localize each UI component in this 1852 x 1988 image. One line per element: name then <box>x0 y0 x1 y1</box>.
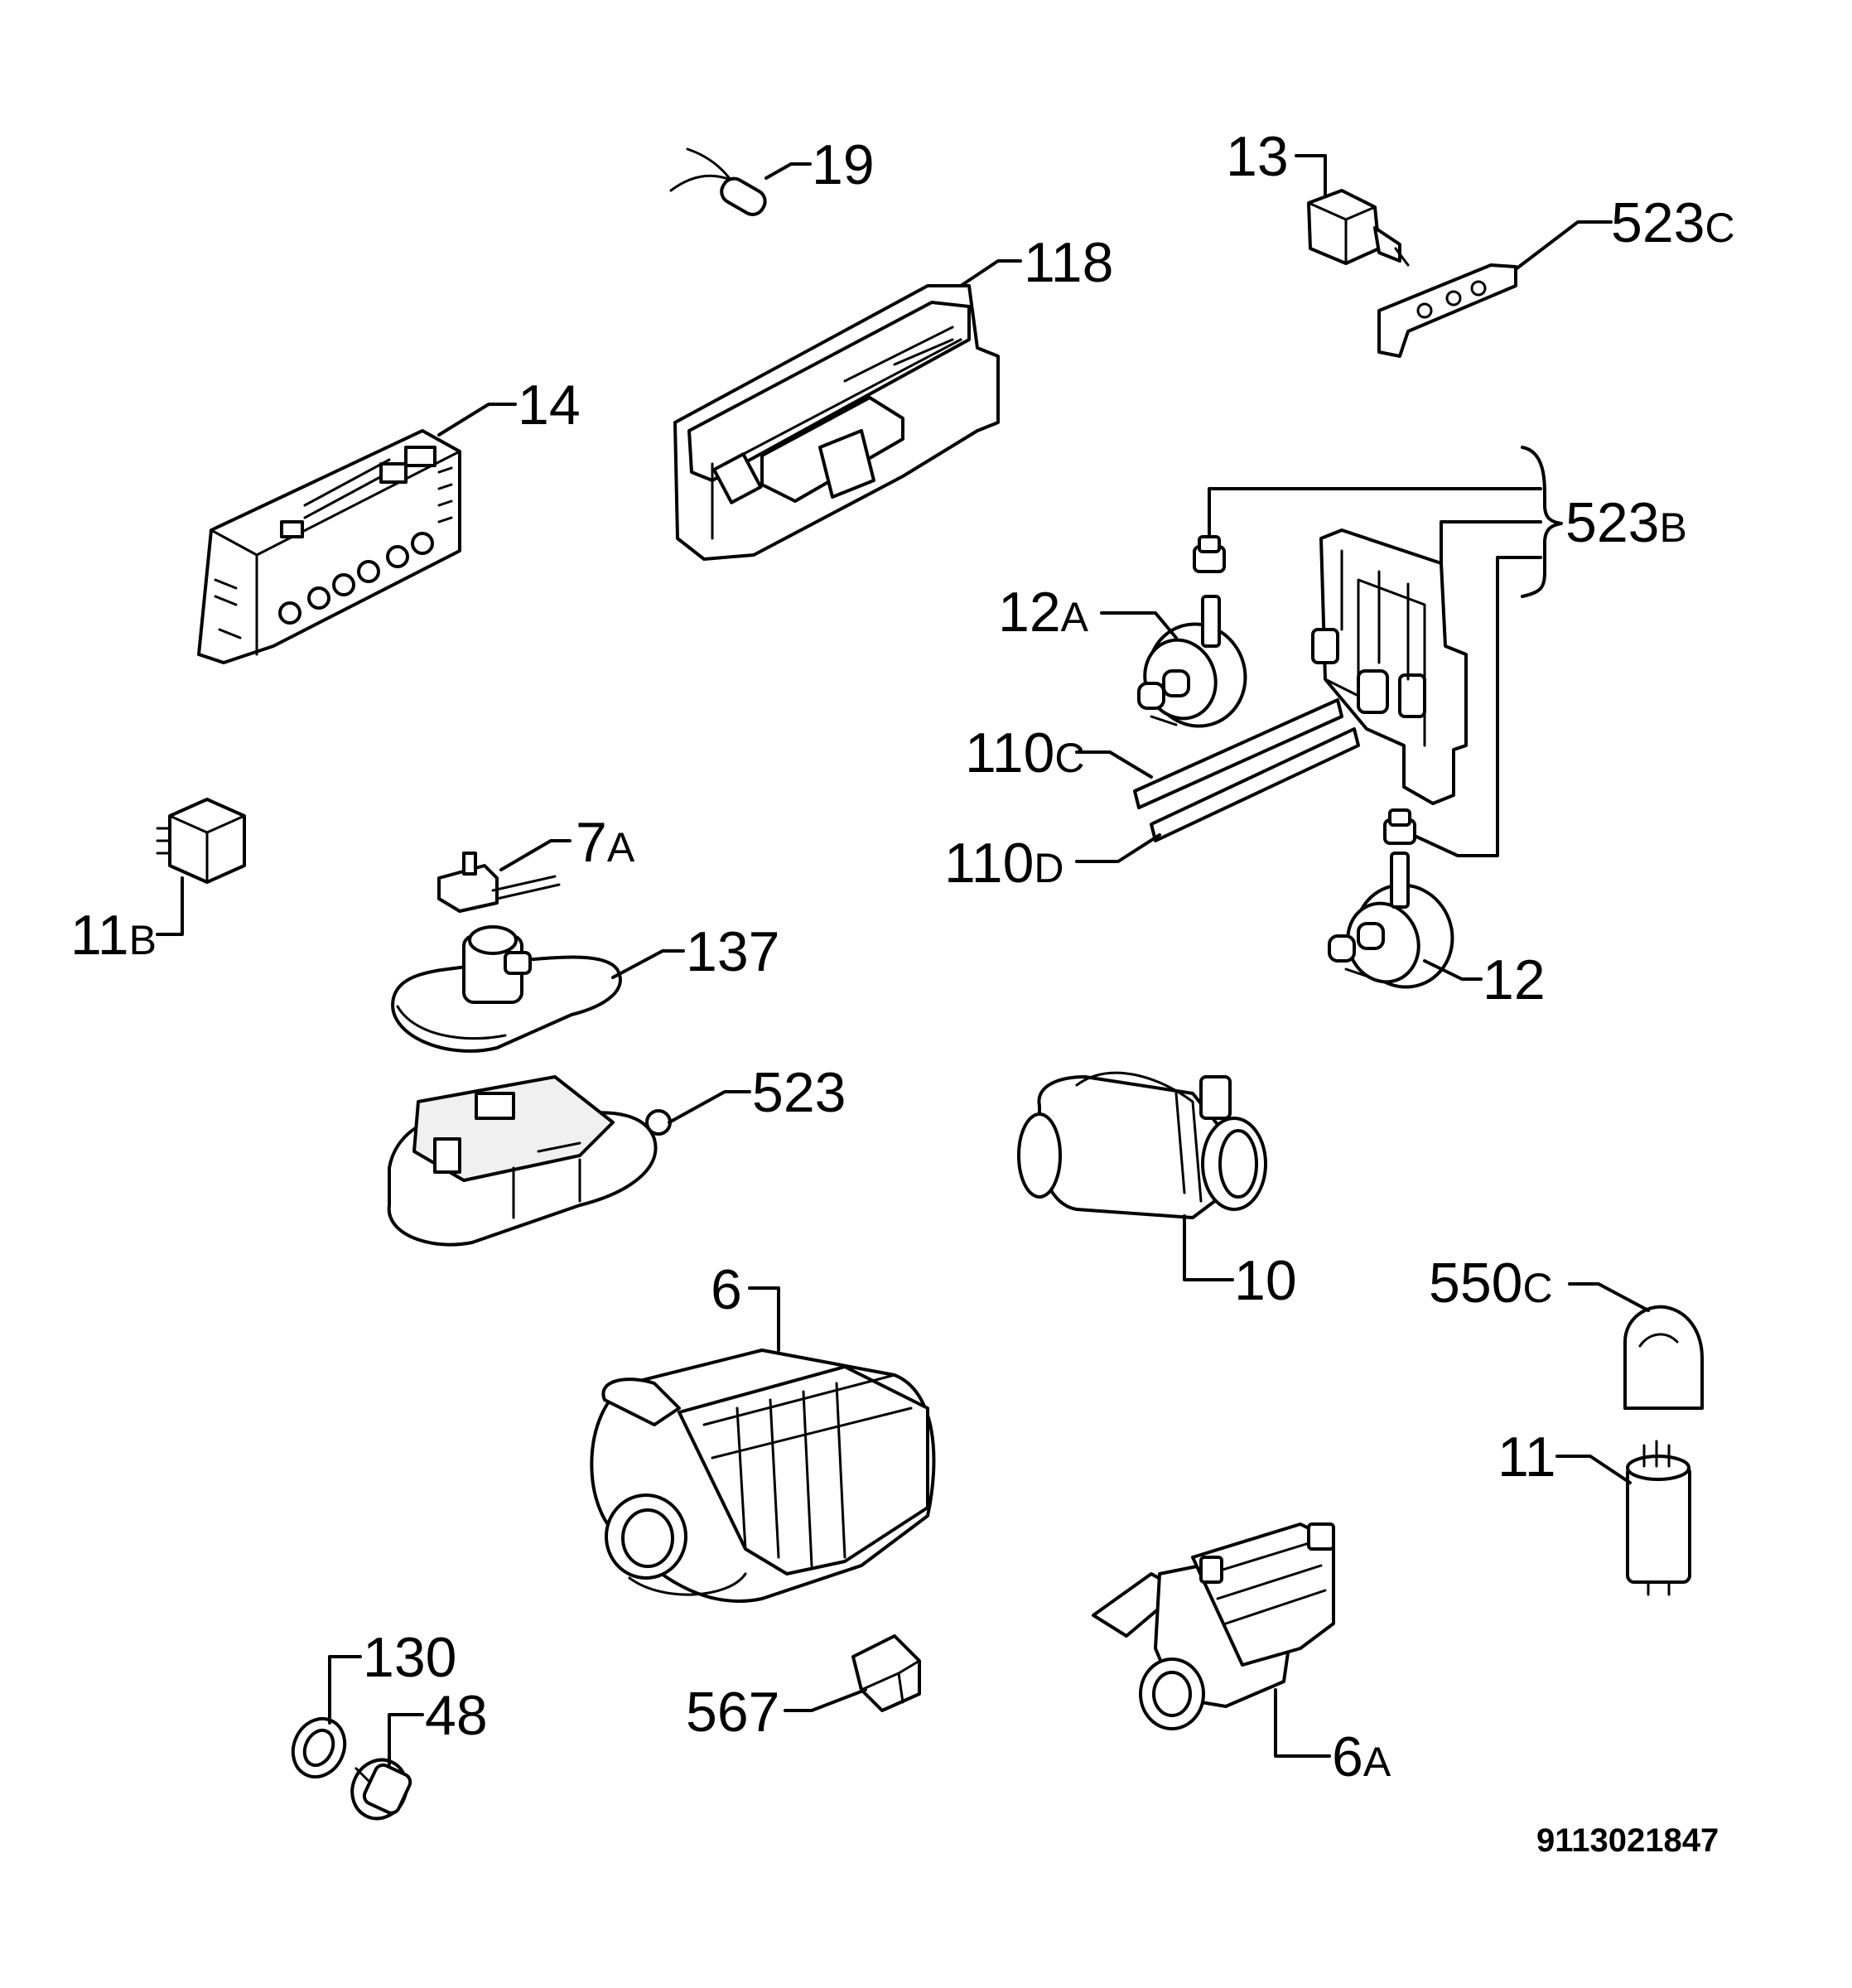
callout-110d: 110D <box>944 832 1064 895</box>
leader-110c <box>1075 750 1153 779</box>
callout-6: 6 <box>711 1258 742 1321</box>
callout-14: 14 <box>518 374 581 437</box>
leader-523b-b <box>1440 520 1542 565</box>
callout-137: 137 <box>686 920 779 983</box>
leader-118 <box>959 259 1022 287</box>
part-523-housing <box>387 1075 672 1247</box>
leader-523b-c <box>1415 556 1542 857</box>
callout-13: 13 <box>1226 125 1289 188</box>
part-7a-microswitch <box>437 852 561 913</box>
brace-523b <box>1521 446 1563 598</box>
leader-523c <box>1514 220 1613 271</box>
part-12-pressure-switch <box>1328 852 1454 989</box>
leader-550c <box>1568 1282 1650 1312</box>
part-48-plug <box>350 1758 412 1821</box>
leader-523b-a <box>1208 487 1542 548</box>
leader-10 <box>1183 1214 1234 1281</box>
callout-10: 10 <box>1234 1249 1297 1312</box>
document-number: 9113021847 <box>1536 1822 1719 1859</box>
leader-11b <box>156 876 184 936</box>
callout-567: 567 <box>686 1681 779 1744</box>
callout-12: 12 <box>1483 948 1546 1011</box>
leader-110d <box>1075 833 1161 863</box>
part-550c-cap <box>1623 1305 1704 1410</box>
part-130-seal <box>291 1716 347 1779</box>
part-19-sensor <box>669 147 767 216</box>
leader-567 <box>784 1688 867 1712</box>
part-523b-grommet-upper <box>1193 535 1226 573</box>
callout-6a: 6A <box>1332 1725 1391 1788</box>
leader-130 <box>328 1655 362 1725</box>
leader-137 <box>611 949 685 979</box>
part-110c-tube <box>1133 698 1343 809</box>
callout-11b: 11B <box>70 904 157 967</box>
leader-12 <box>1423 959 1483 981</box>
callout-110c: 110C <box>965 721 1085 784</box>
callout-11: 11 <box>1498 1426 1556 1489</box>
leader-11 <box>1555 1455 1632 1484</box>
callout-118: 118 <box>1024 231 1113 294</box>
leader-12a <box>1100 611 1178 639</box>
leader-19 <box>764 162 812 180</box>
part-118-dispenser <box>673 284 1000 561</box>
callout-523b: 523B <box>1565 491 1687 554</box>
part-13-switch <box>1307 189 1410 267</box>
part-6-circulation-pump <box>590 1349 936 1603</box>
part-137-lid <box>391 925 622 1053</box>
part-523b-grommet-lower <box>1383 808 1416 845</box>
callout-7a: 7A <box>576 811 635 874</box>
leader-48 <box>388 1713 424 1766</box>
leader-6a <box>1274 1688 1331 1758</box>
leader-14 <box>437 403 517 437</box>
part-523c-bracket <box>1377 263 1517 358</box>
part-6a-drain-pump <box>1092 1522 1335 1730</box>
leader-13 <box>1295 154 1327 196</box>
part-11-capacitor <box>1626 1440 1691 1596</box>
leader-7a <box>499 839 572 871</box>
part-12a-pressure-switch <box>1137 595 1247 728</box>
callout-523c: 523C <box>1611 191 1735 254</box>
callout-12a: 12A <box>998 581 1089 644</box>
part-567-clip <box>851 1634 921 1712</box>
callout-550c: 550C <box>1429 1252 1553 1315</box>
part-14-control-module <box>197 429 461 664</box>
leader-6 <box>748 1286 780 1352</box>
leader-523 <box>668 1090 751 1124</box>
callout-48: 48 <box>425 1684 488 1747</box>
part-11b-relay <box>156 798 246 884</box>
callout-19: 19 <box>812 133 875 196</box>
part-10-heater <box>1017 1071 1267 1219</box>
part-110d-tube <box>1150 727 1360 842</box>
part-523b-pressure-switch-bracket <box>1311 528 1468 805</box>
callout-130: 130 <box>363 1626 456 1689</box>
callout-523: 523 <box>752 1061 846 1124</box>
